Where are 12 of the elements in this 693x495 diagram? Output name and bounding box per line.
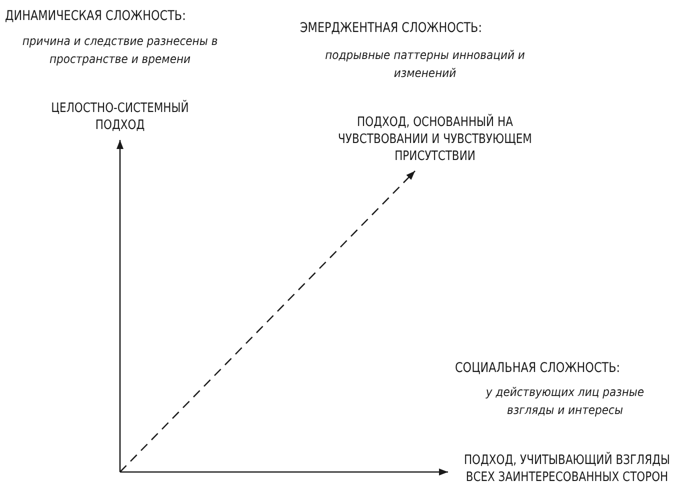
axis-arrow xyxy=(116,140,124,472)
complexity-description: подрывные паттерны инноваций и изменений xyxy=(324,47,526,82)
complexity-description: у действующих лиц разные взгляды и интересы xyxy=(484,384,646,419)
complexity-heading: СОЦИАЛЬНАЯ СЛОЖНОСТЬ: xyxy=(455,360,621,377)
axis-arrow xyxy=(120,468,448,476)
complexity-heading: ДИНАМИЧЕСКАЯ СЛОЖНОСТЬ: xyxy=(5,8,187,25)
complexity-heading: ЭМЕРДЖЕНТНАЯ СЛОЖНОСТЬ: xyxy=(300,20,483,37)
dashed-arrow xyxy=(120,170,416,472)
axis-label: ЦЕЛОСТНО-СИСТЕМНЫЙ ПОДХОД xyxy=(46,100,194,134)
complexity-description: причина и следствие разнесены в пространстве и времени xyxy=(21,33,219,68)
axis-label: ПОДХОД, УЧИТЫВАЮЩИЙ ВЗГЛЯДЫ ВСЕХ ЗАИНТЕРЕСОВАННЫХ СТОРОН xyxy=(452,452,682,486)
axis-label: ПОДХОД, ОСНОВАННЫЙ НА ЧУВСТВОВАНИИ И ЧУВСТВУЮЩЕМ ПРИСУТСТВИИ xyxy=(334,114,536,165)
